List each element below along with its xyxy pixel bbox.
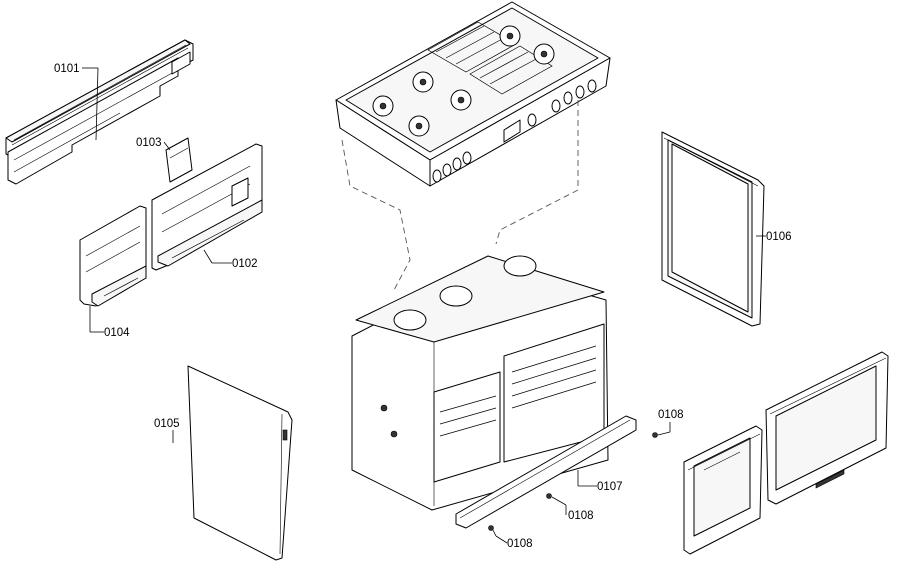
- screw-icon: [488, 432, 658, 531]
- part-0106-side-panel: [661, 131, 765, 327]
- callout-0107: 0107: [597, 481, 623, 493]
- callout-0108: 0108: [658, 409, 684, 421]
- callout-0108: 0108: [568, 510, 594, 522]
- callout-0101: 0101: [54, 63, 80, 75]
- callout-0106: 0106: [766, 231, 792, 243]
- part-0102-rear-panel: [151, 143, 263, 271]
- part-range-body: [351, 255, 609, 511]
- part-0101-backguard: [5, 39, 194, 185]
- part-0107-kick-plate: [455, 415, 637, 529]
- callout-0103: 0103: [136, 137, 162, 149]
- part-0105-side-panel: [187, 365, 293, 561]
- part-0103-small-panel: [165, 137, 193, 183]
- part-small-oven-door: [683, 425, 763, 555]
- callout-0102: 0102: [232, 258, 258, 270]
- callout-0108: 0108: [507, 538, 533, 550]
- callout-0105: 0105: [154, 418, 180, 430]
- burner-icon: [372, 25, 555, 137]
- part-0104-lower-panel: [79, 205, 147, 307]
- callout-leaders: [82, 67, 766, 544]
- fan-icon: [393, 255, 537, 331]
- part-large-oven-door: [765, 351, 889, 505]
- part-rangetop: [335, 1, 611, 187]
- callout-0104: 0104: [104, 327, 130, 339]
- knob-icon: [432, 79, 597, 183]
